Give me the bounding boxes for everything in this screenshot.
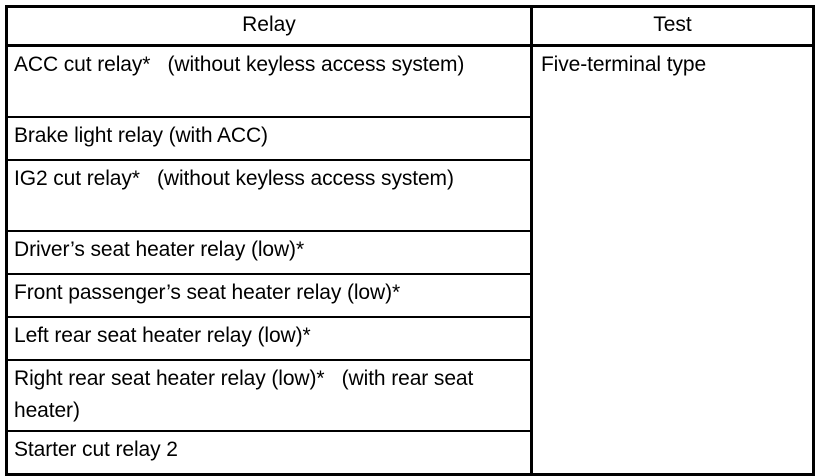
table-body: ACC cut relay* (without keyless access s… [5,44,815,476]
table-row: IG2 cut relay* (without keyless access s… [5,159,814,232]
relay-name-starter-cut-relay-2: Starter cut relay 2 [5,430,533,476]
table-row: Left rear seat heater relay (low)* [5,316,814,361]
table-row: Brake light relay (with ACC) [5,116,814,161]
relay-name-acc-cut-relay: ACC cut relay* (without keyless access s… [5,44,533,118]
test-value-five-terminal-type: Five-terminal type [529,44,815,476]
table-row: Driver’s seat heater relay (low)* [5,230,814,275]
relay-name-right-rear-seat-heater-relay: Right rear seat heater relay (low)* (wit… [5,359,533,432]
relay-name-front-passenger-seat-heater-relay: Front passenger’s seat heater relay (low… [5,273,533,318]
table-row: Front passenger’s seat heater relay (low… [5,273,814,318]
table-row: Right rear seat heater relay (low)* (wit… [5,359,814,432]
relay-name-brake-light-relay: Brake light relay (with ACC) [5,116,533,161]
relay-name-ig2-cut-relay: IG2 cut relay* (without keyless access s… [5,159,533,232]
relay-name-driver-seat-heater-relay: Driver’s seat heater relay (low)* [5,230,533,275]
relay-test-table: Relay Test ACC cut relay* (without keyle… [5,5,815,476]
column-header-relay: Relay [5,5,533,47]
column-header-test: Test [529,5,815,47]
header-row: Relay Test [5,5,815,47]
relay-name-left-rear-seat-heater-relay: Left rear seat heater relay (low)* [5,316,533,361]
table-row: ACC cut relay* (without keyless access s… [5,44,815,476]
page-root: Relay Test ACC cut relay* (without keyle… [5,5,815,476]
table-header: Relay Test [5,5,815,47]
